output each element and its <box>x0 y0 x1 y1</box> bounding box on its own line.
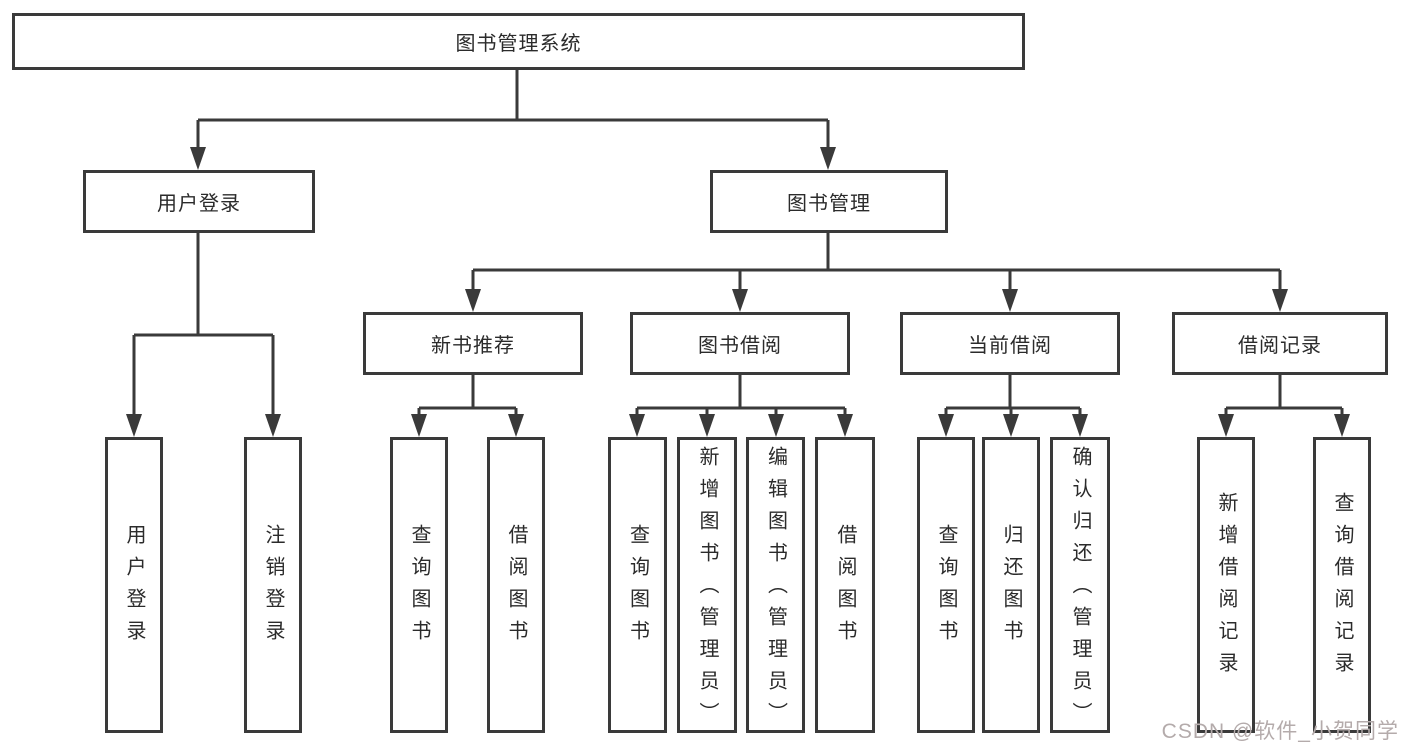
arrow-down-icon <box>465 289 481 312</box>
edges-book-mgmt <box>471 233 1282 292</box>
arrow-down-icon <box>1002 289 1018 312</box>
node-user-login: 用户登录 <box>83 170 315 233</box>
arrow-down-icon <box>265 414 281 437</box>
edges-user-login <box>132 233 275 417</box>
arrow-down-icon <box>732 289 748 312</box>
arrow-down-icon <box>508 414 524 437</box>
edges-from-root <box>196 70 830 150</box>
arrowheads <box>126 147 1350 437</box>
edge-book-borrow-children <box>635 375 847 417</box>
arrow-down-icon <box>1003 414 1019 437</box>
leaf-logout-login: 注销登录 <box>244 437 302 733</box>
leaf-bb-borrow-books: 借阅图书 <box>815 437 875 733</box>
edges-current-borrow <box>944 375 1082 417</box>
arrow-down-icon <box>938 414 954 437</box>
edge-new-book-rec-children <box>417 375 518 417</box>
arrow-down-icon <box>190 147 206 170</box>
arrow-down-icon <box>126 414 142 437</box>
edge-root-to-level2 <box>196 70 830 150</box>
arrow-down-icon <box>1072 414 1088 437</box>
edges-borrow-record <box>1224 375 1344 417</box>
arrow-down-icon <box>1218 414 1234 437</box>
leaf-bb-query-books: 查询图书 <box>608 437 667 733</box>
arrow-down-icon <box>629 414 645 437</box>
leaf-nb-borrow-books: 借阅图书 <box>487 437 545 733</box>
arrow-down-icon <box>699 414 715 437</box>
leaf-bb-add-books-admin: 新增图书（管理员） <box>677 437 737 734</box>
leaf-bb-edit-books-admin: 编辑图书（管理员） <box>746 437 805 734</box>
edge-current-borrow-children <box>944 375 1082 417</box>
node-book-borrowing: 图书借阅 <box>630 312 850 375</box>
leaf-br-add-record: 新增借阅记录 <box>1197 437 1255 733</box>
edges-book-borrow <box>635 375 847 417</box>
edge-book-mgmt-children <box>471 233 1282 292</box>
leaf-cb-return-books: 归还图书 <box>982 437 1040 733</box>
node-new-book-recommend: 新书推荐 <box>363 312 583 375</box>
edge-borrow-record-children <box>1224 375 1344 417</box>
arrow-down-icon <box>820 147 836 170</box>
edges-new-book-rec <box>417 375 518 417</box>
leaf-user-login: 用户登录 <box>105 437 163 733</box>
arrow-down-icon <box>837 414 853 437</box>
leaf-nb-query-books: 查询图书 <box>390 437 448 733</box>
leaf-br-query-record: 查询借阅记录 <box>1313 437 1371 733</box>
csdn-watermark: CSDN @软件_小贺同学 <box>1161 720 1399 743</box>
arrow-down-icon <box>768 414 784 437</box>
node-current-borrowing: 当前借阅 <box>900 312 1120 375</box>
arrow-down-icon <box>1272 289 1288 312</box>
leaf-cb-query-books: 查询图书 <box>917 437 975 733</box>
edge-user-login-children <box>132 233 275 417</box>
leaf-cb-confirm-return-admin: 确认归还（管理员） <box>1050 437 1110 734</box>
arrow-down-icon <box>1334 414 1350 437</box>
arrow-down-icon <box>411 414 427 437</box>
node-system-root: 图书管理系统 <box>12 13 1025 70</box>
node-book-management: 图书管理 <box>710 170 948 233</box>
node-borrowing-records: 借阅记录 <box>1172 312 1388 375</box>
